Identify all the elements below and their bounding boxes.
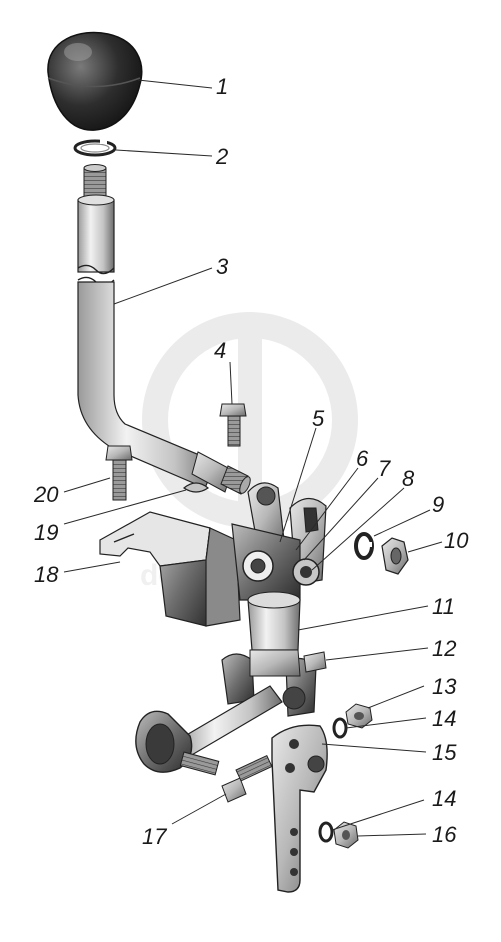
callout-7: 7 — [378, 456, 391, 481]
nut-10 — [381, 537, 409, 575]
callout-12: 12 — [432, 636, 456, 661]
bolt-4 — [219, 403, 247, 447]
fork-12 — [221, 649, 327, 717]
callout-3: 3 — [216, 254, 229, 279]
bolt-17 — [221, 754, 273, 803]
callout-13: 13 — [432, 674, 457, 699]
hinge-assembly — [231, 482, 327, 601]
tie-rod — [135, 685, 283, 776]
callout-17: 17 — [142, 824, 167, 849]
callout-9: 9 — [432, 492, 444, 517]
lock-ring — [73, 138, 117, 157]
callout-numbers: 1 2 3 4 5 6 7 8 9 10 11 12 13 14 15 14 1… — [33, 74, 469, 849]
callout-18: 18 — [34, 562, 59, 587]
washer-14-upper — [332, 717, 348, 739]
bracket-18 — [99, 511, 241, 627]
gear-lever-rod — [77, 164, 251, 495]
callout-6: 6 — [356, 446, 369, 471]
callout-14-lower: 14 — [432, 786, 456, 811]
callout-20: 20 — [33, 482, 59, 507]
key-19 — [182, 482, 210, 493]
callout-11: 11 — [432, 594, 455, 619]
washer-9 — [354, 532, 374, 560]
nut-13 — [345, 703, 373, 729]
callout-14-upper: 14 — [432, 706, 456, 731]
coupling-11 — [247, 591, 301, 651]
callout-1: 1 — [216, 74, 228, 99]
lever-plate-15 — [271, 724, 328, 893]
bolt-20 — [105, 445, 133, 501]
callout-8: 8 — [402, 466, 415, 491]
callout-15: 15 — [432, 740, 457, 765]
callout-19: 19 — [34, 520, 58, 545]
washer-14-lower — [318, 821, 334, 843]
callout-2: 2 — [215, 144, 228, 169]
nut-16 — [333, 821, 359, 849]
callout-5: 5 — [312, 406, 325, 431]
gear-knob — [47, 31, 143, 131]
leader-lines — [63, 79, 443, 837]
callout-4: 4 — [214, 338, 226, 363]
callout-10: 10 — [444, 528, 469, 553]
callout-16: 16 — [432, 822, 457, 847]
